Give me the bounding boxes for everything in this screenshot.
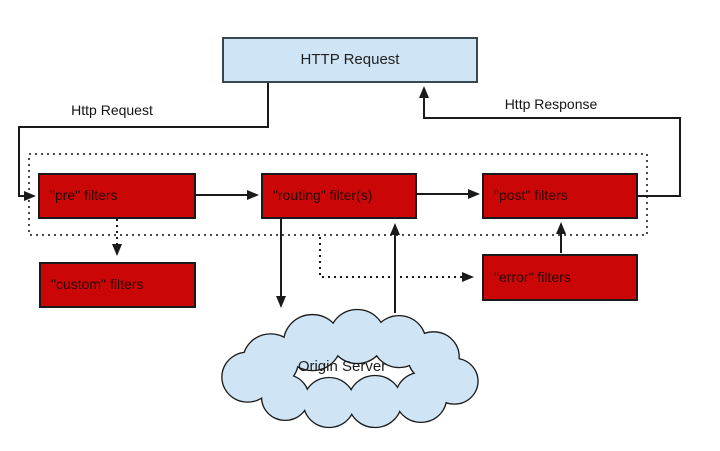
error-filters-box: "error" filters xyxy=(482,254,638,301)
origin-server-cloud xyxy=(221,308,479,429)
filter-chain-dotted-boundary xyxy=(28,153,648,236)
routing-filters-box: "routing" filter(s) xyxy=(261,173,417,219)
routing-filters-label: "routing" filter(s) xyxy=(273,187,373,204)
http-request-flow-label: Http Request xyxy=(71,102,153,118)
custom-filters-box: "custom" filters xyxy=(39,262,196,308)
connector-boundary-to-error-dotted xyxy=(319,237,474,282)
custom-filters-label: "custom" filters xyxy=(51,276,144,293)
error-filters-label: "error" filters xyxy=(494,268,571,285)
pre-filters-box: "pre" filters xyxy=(38,173,196,219)
origin-server-label: Origin Server xyxy=(297,358,387,375)
connector-post-to-response xyxy=(419,86,681,197)
pre-filters-label: "pre" filters xyxy=(50,187,118,204)
http-request-box-label: HTTP Request xyxy=(300,50,400,68)
connector-request-to-pre xyxy=(18,83,269,201)
post-filters-label: "post" filters xyxy=(494,187,568,204)
http-request-box: HTTP Request xyxy=(222,37,478,83)
http-response-flow-label: Http Response xyxy=(504,96,598,112)
